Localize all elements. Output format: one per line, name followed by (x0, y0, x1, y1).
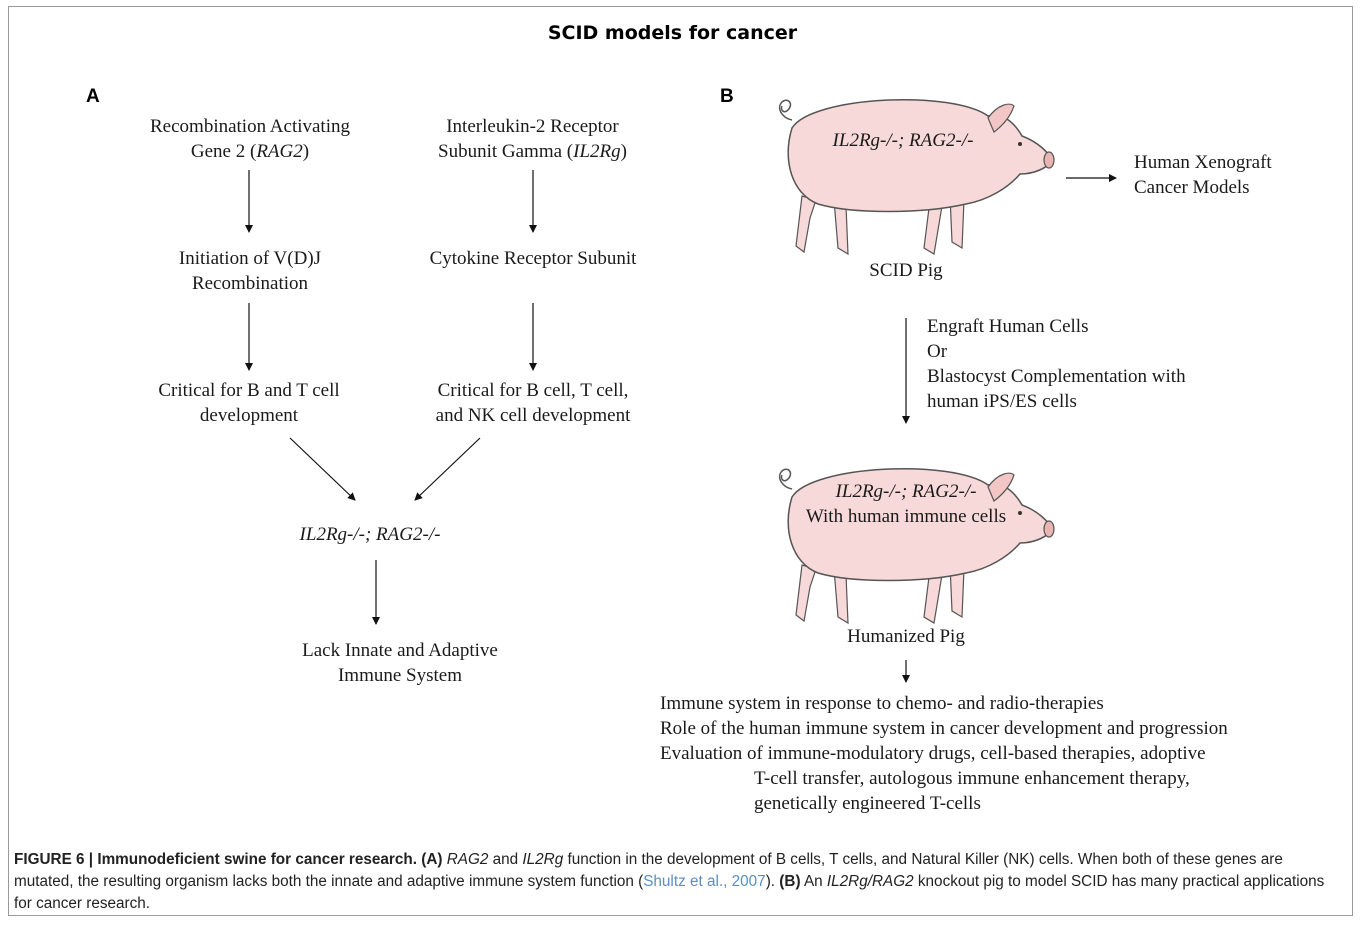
caption-text: ). (765, 873, 776, 890)
engraft-line1: Engraft Human Cells (927, 316, 1089, 337)
cytokine-node: Cytokine Receptor Subunit (429, 248, 637, 269)
bt-development-node: Critical for B and T cell development (120, 378, 378, 428)
application-item: genetically engineered T-cells (754, 793, 981, 814)
caption-gene: IL2Rg (522, 851, 564, 868)
rag2-line2: Gene 2 (RAG2) (190, 141, 310, 162)
engraft-node: Engraft Human Cells Or Blastocyst Comple… (927, 314, 1227, 414)
scid-pig-illustration (778, 98, 1055, 255)
figure-frame (8, 6, 1353, 916)
caption-b-label: (B) (779, 873, 801, 890)
lack-line1: Lack Innate and Adaptive (302, 640, 498, 661)
caption-figure-label: FIGURE 6 | Immunodeficient swine for can… (14, 851, 417, 868)
btnk-line2: and NK cell development (435, 405, 631, 426)
scid-pig-label: SCID Pig (869, 260, 943, 281)
application-item: Role of the human immune system in cance… (660, 718, 1228, 739)
humanized-pig-genotype: IL2Rg-/-; RAG2-/- (835, 481, 977, 502)
caption-gene: IL2Rg/RAG2 (826, 873, 914, 890)
bt-line2: development (199, 405, 299, 426)
il2rg-line2: Subunit Gamma (IL2Rg) (438, 141, 627, 162)
vdj-node: Initiation of V(D)J Recombination (130, 246, 370, 296)
caption-citation-link[interactable]: Shultz et al., 2007 (643, 873, 766, 890)
il2rg-node: Interleukin-2 Receptor Subunit Gamma (IL… (395, 114, 670, 164)
xeno-line1: Human Xenograft (1134, 152, 1272, 173)
engraft-line3: Blastocyst Complementation with (927, 366, 1186, 387)
panel-a-label: A (86, 86, 100, 107)
caption-text: and (492, 851, 519, 868)
caption-gene: RAG2 (446, 851, 489, 868)
arrow-btnk-to-genotype (414, 437, 481, 501)
bt-line1: Critical for B and T cell (158, 380, 340, 401)
rag2-line1: Recombination Activating (150, 116, 350, 137)
application-item: Immune system in response to chemo- and … (660, 693, 1104, 714)
btnk-development-node: Critical for B cell, T cell, and NK cell… (400, 378, 666, 428)
caption-text: knockout pig to model SCID has many prac… (14, 873, 1325, 912)
humanized-pig-subtitle: With human immune cells (805, 506, 1007, 527)
xenograft-node: Human Xenograft Cancer Models (1134, 150, 1324, 200)
engraft-line4: human iPS/ES cells (927, 391, 1077, 412)
lack-line2: Immune System (337, 665, 463, 686)
engraft-line2: Or (927, 341, 948, 362)
applications-list: Immune system in response to chemo- and … (660, 691, 1340, 816)
figure-title: SCID models for cancer (547, 22, 798, 44)
arrow-bt-to-genotype (289, 437, 356, 501)
panel-b-label: B (720, 86, 734, 107)
application-item: T-cell transfer, autologous immune enhan… (754, 768, 1190, 789)
humanized-pig-label: Humanized Pig (847, 626, 965, 647)
genotype-node: IL2Rg-/-; RAG2-/- (299, 524, 441, 545)
btnk-line1: Critical for B cell, T cell, (437, 380, 629, 401)
application-item: Evaluation of immune-modulatory drugs, c… (660, 743, 1206, 764)
scid-pig-genotype: IL2Rg-/-; RAG2-/- (832, 130, 974, 151)
il2rg-line1: Interleukin-2 Receptor (446, 116, 619, 137)
xeno-line2: Cancer Models (1134, 177, 1250, 198)
humanized-pig-text: IL2Rg-/-; RAG2-/- With human immune cell… (790, 479, 1022, 529)
figure-caption: FIGURE 6 | Immunodeficient swine for can… (14, 849, 1339, 915)
lack-immune-node: Lack Innate and Adaptive Immune System (270, 638, 530, 688)
rag2-node: Recombination Activating Gene 2 (RAG2) (108, 114, 392, 164)
vdj-line1: Initiation of V(D)J (178, 248, 322, 269)
caption-text: function in the development of B cells, … (14, 851, 1283, 890)
vdj-line2: Recombination (191, 273, 309, 294)
caption-text: An (803, 873, 823, 890)
caption-a-label: (A) (421, 851, 443, 868)
